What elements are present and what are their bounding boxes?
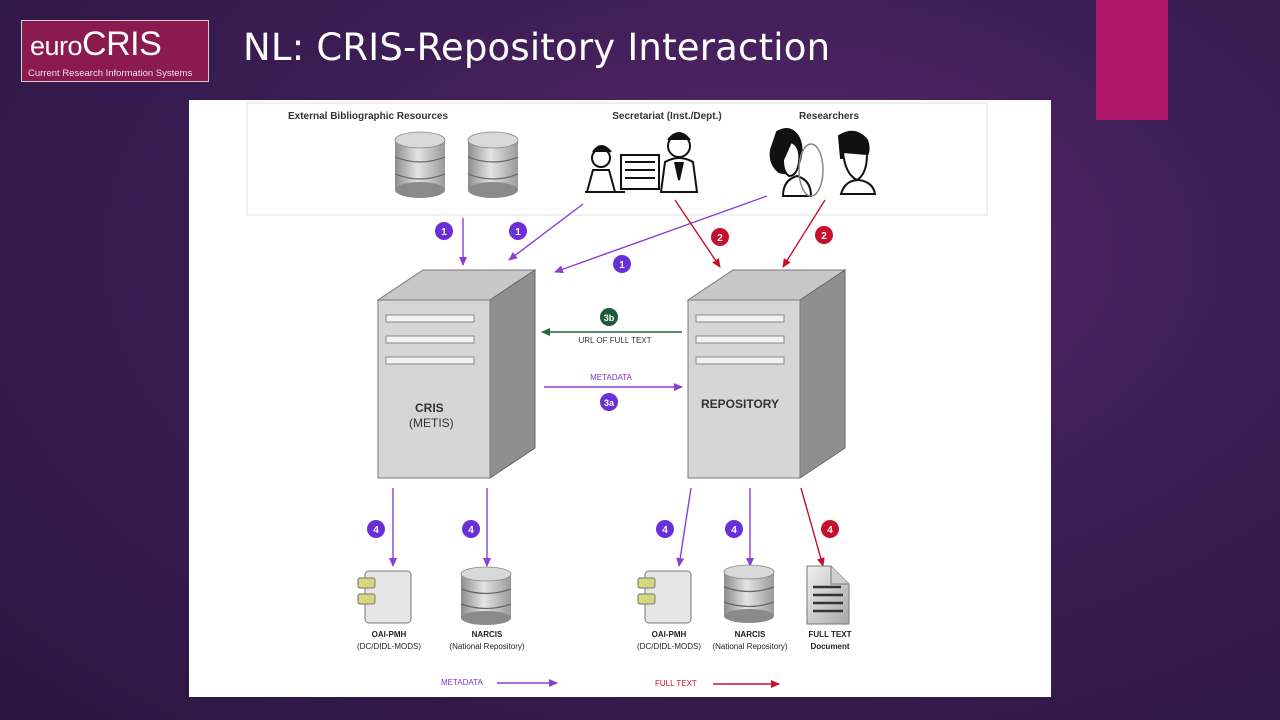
arrow-researchers-to-repository — [782, 199, 826, 268]
narcis-database-icon — [460, 566, 512, 625]
label-external-resources: External Bibliographic Resources — [288, 111, 448, 122]
step-badge-1: 1 — [435, 222, 453, 240]
logo-tagline: Current Research Information Systems — [28, 68, 193, 79]
fulltext-label: FULL TEXT — [809, 630, 852, 639]
step-badge-4: 4 — [656, 520, 674, 538]
oai-pmh-component-icon — [637, 570, 692, 624]
fulltext-document-icon — [806, 565, 850, 625]
narcis-label: NARCIS — [735, 630, 766, 639]
svg-text:1: 1 — [515, 227, 521, 238]
repository-server: REPOSITORY — [686, 269, 847, 479]
label-url-full-text: URL OF FULL TEXT — [578, 336, 651, 345]
arrow-repository-to-oai — [676, 487, 692, 567]
eurocris-logo: euroCRIS Current Research Information Sy… — [21, 20, 209, 82]
narcis-sublabel: (National Repository) — [449, 642, 524, 651]
secretariat-people-icon — [585, 132, 699, 193]
svg-text:3b: 3b — [604, 313, 615, 323]
oai-pmh-format-label: (DC/DIDL-MODS) — [357, 642, 421, 651]
researchers-icon — [769, 128, 877, 197]
step-badge-3a: 3a — [600, 393, 618, 411]
accent-tab — [1096, 0, 1168, 120]
step-badge-4: 4 — [462, 520, 480, 538]
svg-text:1: 1 — [619, 260, 625, 271]
svg-text:4: 4 — [662, 525, 668, 536]
interaction-diagram: External Bibliographic Resources Secreta… — [189, 100, 1051, 697]
svg-text:3a: 3a — [604, 398, 615, 408]
svg-text:4: 4 — [468, 525, 474, 536]
step-badge-2: 2 — [711, 228, 729, 246]
step-badge-4: 4 — [367, 520, 385, 538]
arrow-secretariat-to-cris — [508, 203, 584, 261]
step-badge-2: 2 — [815, 226, 833, 244]
narcis-label: NARCIS — [472, 630, 503, 639]
arrow-secretariat-to-repository — [674, 199, 721, 268]
step-badge-4: 4 — [725, 520, 743, 538]
database-icon — [394, 131, 446, 198]
svg-text:4: 4 — [827, 525, 833, 536]
svg-text:4: 4 — [731, 525, 737, 536]
cris-server: CRIS (METIS) — [376, 269, 537, 479]
label-researchers: Researchers — [799, 111, 859, 122]
logo-wordmark: euroCRIS — [30, 25, 162, 63]
arrow-repository-to-fulltext — [800, 487, 825, 567]
label-secretariat: Secretariat (Inst./Dept.) — [612, 111, 721, 122]
svg-text:2: 2 — [717, 233, 723, 244]
svg-text:1: 1 — [441, 227, 447, 238]
oai-pmh-component-icon — [357, 570, 412, 624]
step-badge-1: 1 — [509, 222, 527, 240]
arrow-researchers-to-cris — [554, 195, 768, 274]
oai-pmh-format-label: (DC/DIDL-MODS) — [637, 642, 701, 651]
slide-title: NL: CRIS-Repository Interaction — [243, 26, 831, 69]
legend-metadata-label: METADATA — [441, 678, 483, 687]
legend-fulltext-label: FULL TEXT — [655, 679, 697, 688]
narcis-sublabel: (National Repository) — [712, 642, 787, 651]
oai-pmh-label: OAI-PMH — [652, 630, 687, 639]
step-badge-4: 4 — [821, 520, 839, 538]
cris-sublabel: (METIS) — [409, 416, 454, 430]
cris-label: CRIS — [415, 401, 444, 415]
fulltext-sublabel: Document — [810, 642, 849, 651]
step-badge-3b: 3b — [600, 308, 618, 326]
step-badge-1: 1 — [613, 255, 631, 273]
svg-text:4: 4 — [373, 525, 379, 536]
narcis-database-icon — [723, 564, 775, 623]
label-metadata-flow: METADATA — [590, 373, 632, 382]
svg-text:2: 2 — [821, 231, 827, 242]
database-icon — [467, 131, 519, 198]
oai-pmh-label: OAI-PMH — [372, 630, 407, 639]
resources-panel-frame — [246, 102, 988, 216]
repository-label: REPOSITORY — [701, 397, 779, 411]
